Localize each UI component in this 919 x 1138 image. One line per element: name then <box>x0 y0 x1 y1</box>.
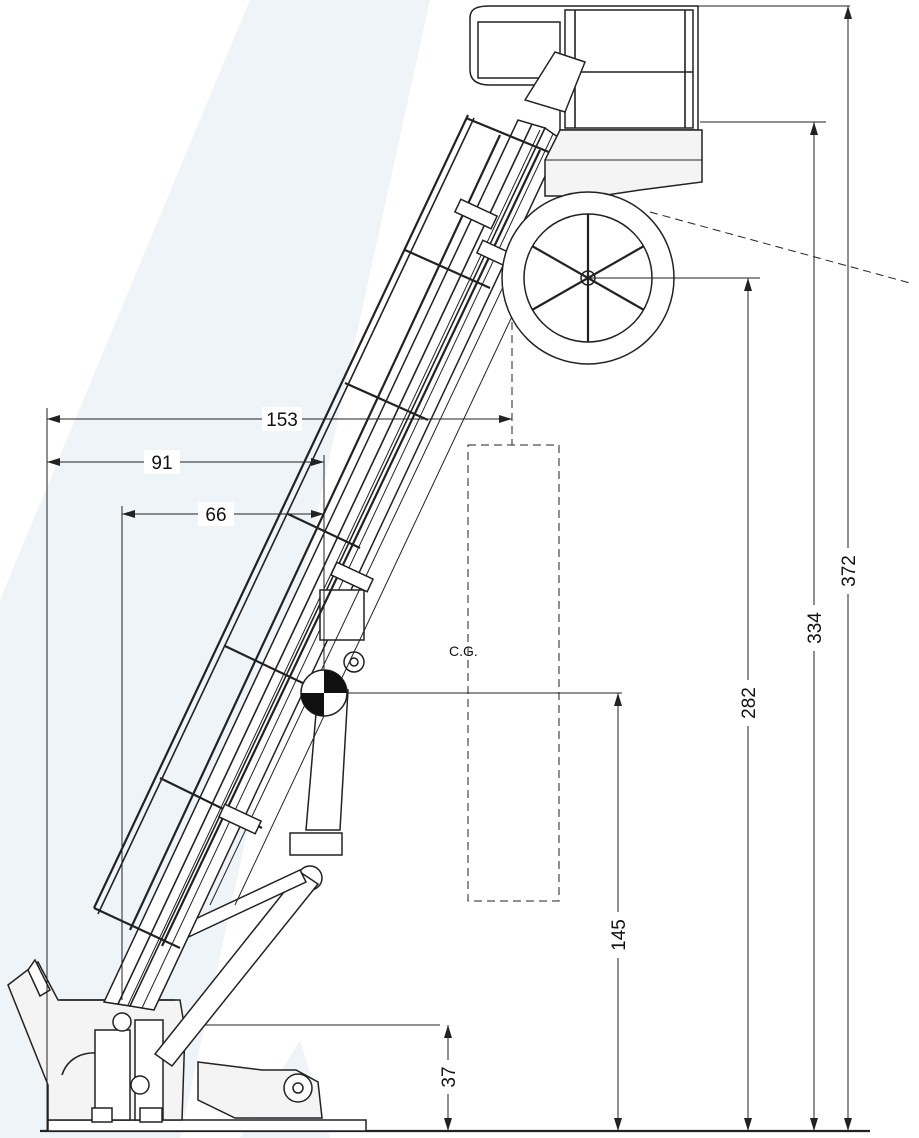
dimension-91: 91 <box>47 450 325 670</box>
dimension-37: 37 <box>436 1025 460 1131</box>
chassis-base <box>7 958 440 1123</box>
dimension-282-label: 282 <box>739 687 760 719</box>
dimension-145: 145 <box>606 693 630 1131</box>
dimension-282: 282 <box>736 278 760 1131</box>
cg-zone-box <box>467 444 560 902</box>
top-platform <box>469 5 850 197</box>
dimension-334-label: 334 <box>805 612 826 644</box>
watermark-shape <box>0 0 430 1138</box>
dimension-334: 334 <box>802 122 826 1131</box>
dimension-153-label: 153 <box>266 410 298 431</box>
dimension-372: 372 <box>836 6 860 1131</box>
dimension-37-label: 37 <box>439 1066 460 1087</box>
dimension-153: 153 <box>46 407 512 1131</box>
cg-target <box>300 669 622 717</box>
base-plate <box>47 1119 367 1132</box>
cable-reel <box>501 191 911 365</box>
dimension-145-label: 145 <box>609 919 630 951</box>
dimension-372-label: 372 <box>839 555 860 587</box>
dimension-66-label: 66 <box>205 505 226 526</box>
cg-label: C.G. <box>449 643 478 659</box>
dimension-66: 66 <box>121 502 324 1000</box>
dimension-91-label: 91 <box>151 453 172 474</box>
hydraulic-cylinder <box>151 689 349 1068</box>
